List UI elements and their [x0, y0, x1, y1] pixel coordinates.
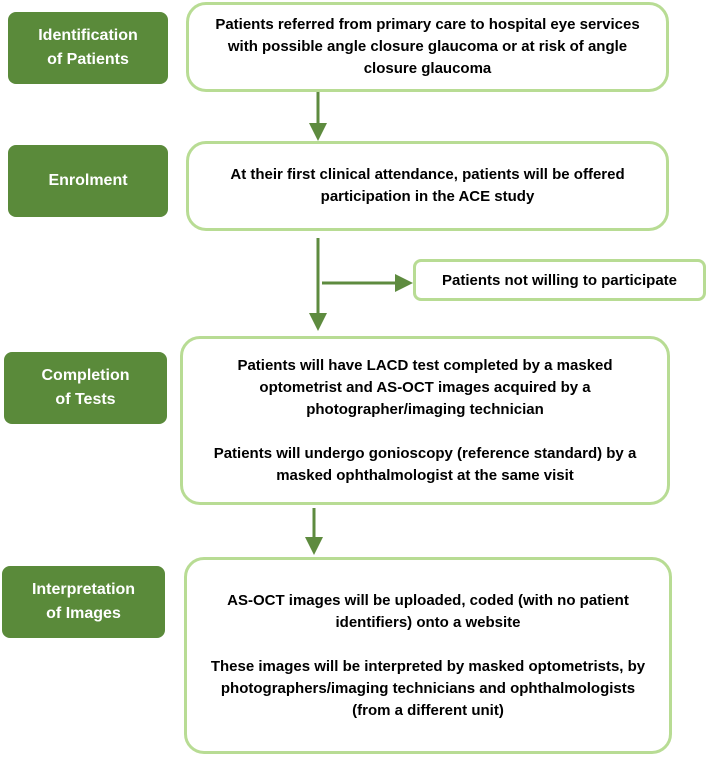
identification-text: Patients referred from primary care to h…: [215, 16, 640, 77]
stage-box-interpretation: AS-OCT images will be uploaded, coded (w…: [184, 557, 672, 754]
stage-label-identification-text: Identification of Patients: [38, 27, 138, 68]
stage-box-enrolment: At their first clinical attendance, pati…: [186, 141, 669, 231]
stage-label-interpretation: Interpretation of Images: [2, 566, 165, 638]
stage-box-identification: Patients referred from primary care to h…: [186, 2, 669, 92]
stage-label-completion-text: Completion of Tests: [41, 367, 130, 408]
interpretation-text-1: AS-OCT images will be uploaded, coded (w…: [227, 591, 629, 631]
enrolment-text: At their first clinical attendance, pati…: [230, 166, 625, 205]
stage-label-interpretation-text: Interpretation of Images: [31, 581, 136, 622]
completion-text-1: Patients will have LACD test completed b…: [237, 356, 613, 418]
stage-label-identification: Identification of Patients: [8, 12, 168, 84]
completion-text-2: Patients will undergo gonioscopy (refere…: [213, 444, 637, 484]
not-willing-box: Patients not willing to participate: [413, 259, 706, 301]
stage-label-enrolment: Enrolment: [8, 145, 168, 217]
not-willing-text: Patients not willing to participate: [441, 271, 678, 289]
stage-label-completion: Completion of Tests: [4, 352, 167, 424]
stage-label-enrolment-text: Enrolment: [48, 172, 128, 189]
interpretation-text-2: These images will be interpreted by mask…: [210, 657, 646, 719]
stage-box-completion: Patients will have LACD test completed b…: [180, 336, 670, 505]
